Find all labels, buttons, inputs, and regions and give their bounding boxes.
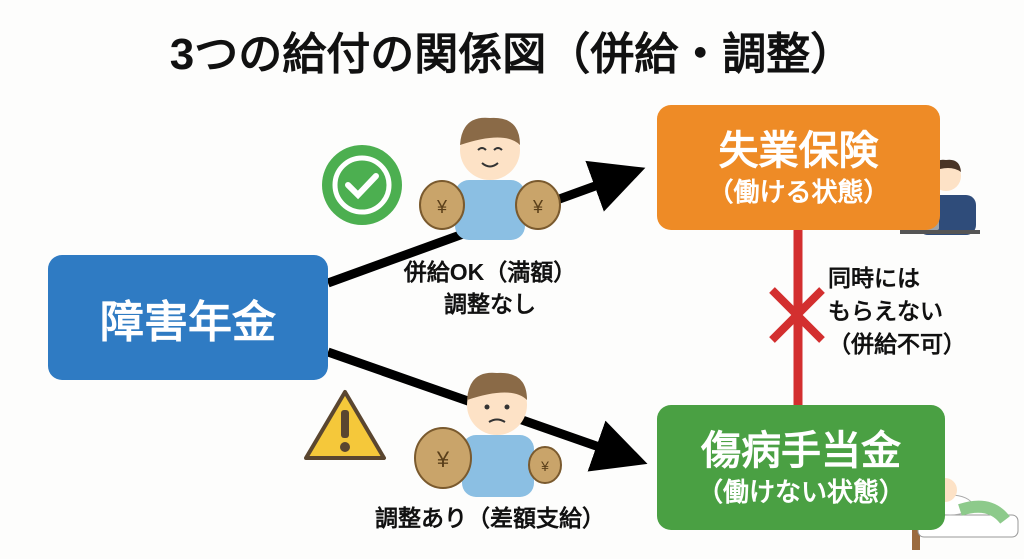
sickness-allowance-box: 傷病手当金 （働けない状態）: [657, 405, 945, 530]
exclusive-line3: （併給不可）: [828, 331, 966, 357]
upper-edge-line1: 併給OK（満額）: [403, 259, 577, 285]
worried-person-icon: ¥ ¥: [414, 372, 562, 497]
svg-text:¥: ¥: [540, 458, 549, 474]
upper-edge-line2: 調整なし: [444, 291, 536, 317]
exclusive-label: 同時には もらえない （併給不可）: [828, 262, 998, 361]
warning-icon: [304, 390, 386, 460]
disability-pension-box: 障害年金: [48, 255, 328, 380]
page-title: 3つの給付の関係図（併給・調整）: [169, 30, 855, 79]
svg-text:¥: ¥: [436, 197, 448, 217]
sickness-allowance-label: 傷病手当金: [701, 428, 901, 473]
disability-pension-label: 障害年金: [100, 297, 276, 347]
unemployment-insurance-box: 失業保険 （働ける状態）: [657, 105, 940, 230]
check-circle-icon: [322, 145, 402, 225]
lower-edge-label: 調整あり（差額支給）: [375, 505, 605, 531]
exclusive-line2: もらえない: [828, 298, 943, 324]
exclusive-line1: 同時には: [828, 265, 920, 291]
unemployment-insurance-sub: （働ける状態）: [707, 176, 890, 207]
sickness-allowance-sub: （働けない状態）: [696, 476, 905, 507]
svg-text:¥: ¥: [532, 197, 544, 217]
unemployment-insurance-label: 失業保険: [718, 128, 879, 173]
happy-person-icon: ¥ ¥: [419, 117, 561, 240]
cross-icon: [769, 287, 825, 343]
svg-text:¥: ¥: [436, 447, 450, 472]
upper-edge-label: 併給OK（満額） 調整なし: [380, 256, 600, 320]
